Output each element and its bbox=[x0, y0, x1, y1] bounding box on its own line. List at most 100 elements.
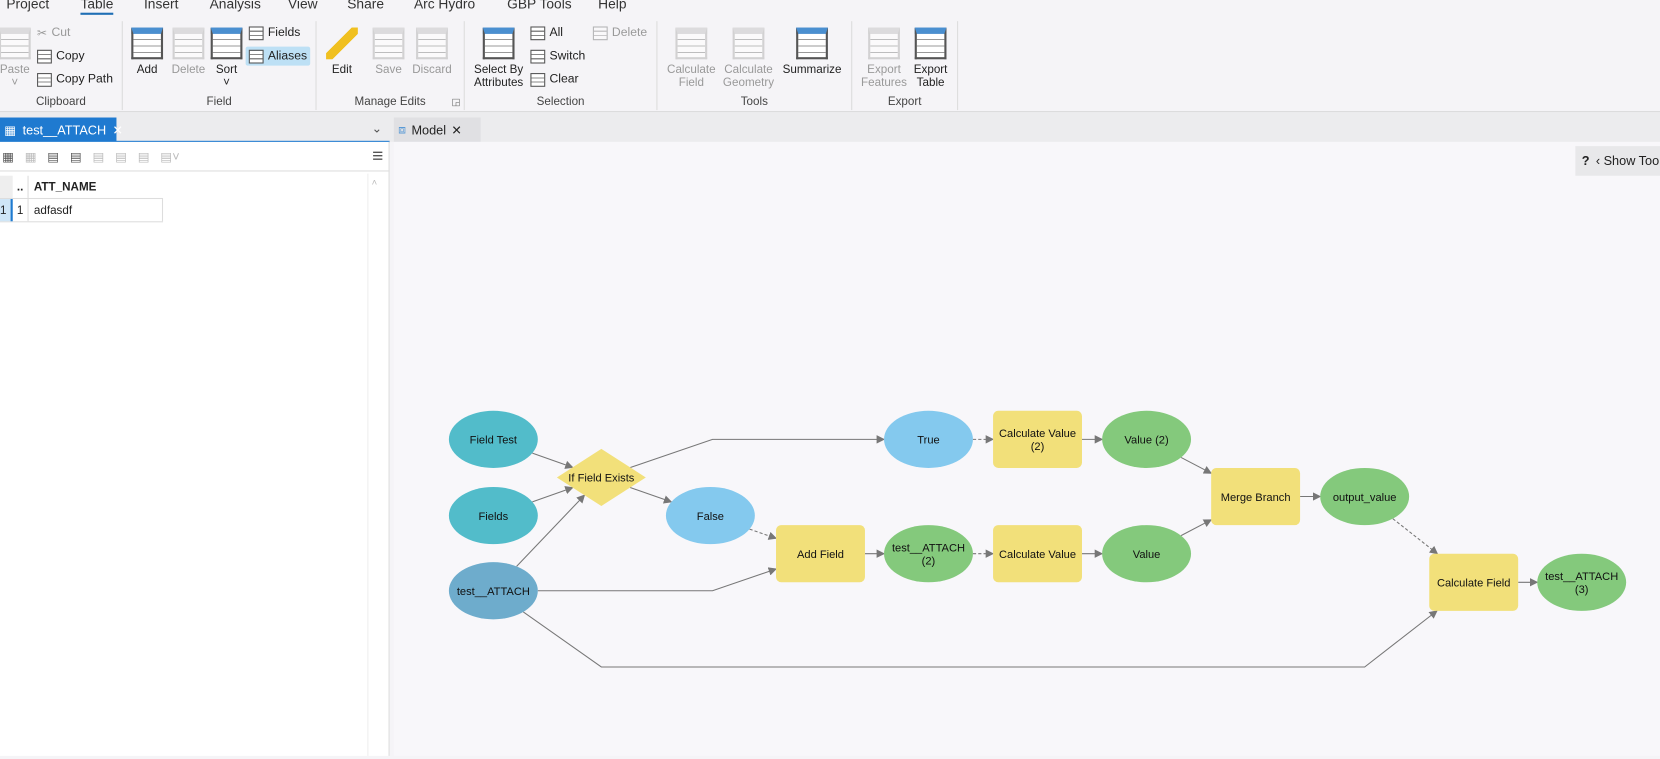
switch-selection-button[interactable]: Switch bbox=[527, 47, 588, 66]
copy-path-icon bbox=[37, 72, 52, 87]
connector-fa-af[interactable] bbox=[749, 528, 778, 540]
connector-fd-ife[interactable] bbox=[532, 486, 574, 503]
model-tab[interactable]: ⧈ Model ✕ bbox=[393, 117, 481, 142]
add-field-button[interactable]: Add bbox=[129, 27, 165, 76]
chevron-down-icon[interactable]: ⌄ bbox=[371, 120, 383, 136]
export-features-button[interactable]: Export Features bbox=[859, 27, 910, 89]
connector-ft-ife[interactable] bbox=[532, 452, 574, 469]
model-node-ife[interactable]: If Field Exists bbox=[556, 448, 646, 507]
tab-arc-hydro[interactable]: Arc Hydro bbox=[413, 0, 476, 12]
ellipse-shape bbox=[1320, 467, 1410, 526]
delete-selected-button[interactable]: Delete bbox=[590, 23, 651, 42]
summarize-button[interactable]: Summarize bbox=[778, 27, 846, 76]
model-node-fd[interactable]: Fields bbox=[448, 487, 538, 545]
select-all-button[interactable]: All bbox=[527, 23, 566, 42]
paste-button[interactable]: Paste˅ bbox=[0, 27, 34, 89]
export-group: Export Features Export Table Export bbox=[852, 21, 959, 111]
scroll-up-icon[interactable]: ˄ bbox=[371, 176, 378, 188]
model-node-mb[interactable]: Merge Branch bbox=[1211, 467, 1301, 526]
connector-ta-af[interactable] bbox=[537, 567, 778, 592]
add-row-icon[interactable]: ▦ bbox=[2, 148, 15, 164]
menu-icon[interactable]: ≡ bbox=[372, 145, 384, 167]
delete-selection-icon[interactable]: ▤ bbox=[115, 148, 128, 164]
vertical-scrollbar[interactable]: ˄ bbox=[367, 173, 382, 756]
fields-label: Fields bbox=[267, 26, 301, 40]
clear-selection-icon[interactable]: ▤ bbox=[92, 148, 105, 164]
field-group: Add Delete Sort˅ Fields Aliases Field bbox=[123, 21, 317, 111]
model-node-ta3[interactable]: test__ATTACH(3) bbox=[1537, 553, 1627, 611]
tab-table[interactable]: Table bbox=[80, 0, 114, 16]
manage-edits-group: Edit Save Discard Manage Edits ◲ bbox=[317, 21, 465, 111]
cut-button[interactable]: ✂Cut bbox=[34, 23, 74, 42]
model-node-ta2[interactable]: test__ATTACH(2) bbox=[884, 525, 973, 583]
model-node-ov[interactable]: output_value bbox=[1320, 467, 1410, 526]
copy-path-button[interactable]: Copy Path bbox=[34, 70, 116, 89]
model-node-v2[interactable]: Value (2) bbox=[1102, 410, 1192, 468]
model-node-ft[interactable]: Field Test bbox=[448, 410, 538, 468]
close-model-tab-icon[interactable]: ✕ bbox=[451, 122, 463, 138]
calculate-geometry-button[interactable]: Calculate Geometry bbox=[721, 27, 776, 89]
tab-insert[interactable]: Insert bbox=[143, 0, 179, 12]
select-all-cell[interactable] bbox=[0, 175, 13, 198]
clear-selection-button[interactable]: Clear bbox=[527, 70, 582, 89]
model-node-af[interactable]: Add Field bbox=[776, 525, 865, 583]
column-header-att-name[interactable]: ATT_NAME bbox=[27, 175, 96, 198]
column-header-oid[interactable]: .. bbox=[16, 180, 24, 194]
node-label: Fields bbox=[479, 511, 509, 523]
model-node-fa[interactable]: False bbox=[665, 487, 755, 545]
connector-ife-tr[interactable] bbox=[630, 435, 886, 469]
table-tab[interactable]: ▦ test__ATTACH ✕ bbox=[0, 117, 123, 142]
help-icon[interactable]: ? bbox=[1581, 153, 1590, 169]
fields-button[interactable]: Fields bbox=[246, 23, 304, 42]
tab-analysis[interactable]: Analysis bbox=[209, 0, 261, 12]
copy-selection-icon[interactable]: ▤ bbox=[137, 148, 150, 164]
connector-ta-ife[interactable] bbox=[516, 494, 586, 567]
tab-help[interactable]: Help bbox=[598, 0, 627, 12]
edit-button[interactable]: Edit bbox=[325, 27, 359, 76]
export-table-button[interactable]: Export Table bbox=[909, 27, 951, 89]
delete-field-button[interactable]: Delete bbox=[169, 27, 207, 77]
attribute-table-pane: ▦ ▦ ▤ ▤ ▤ ▤ ▤ ▤˅ ≡ .. ATT_NAME 1 1 adfasdf ˄ bbox=[0, 141, 390, 756]
delete-label: Delete bbox=[171, 63, 206, 77]
node-label: Calculate Value(2) bbox=[999, 428, 1076, 453]
connector-ov-cf[interactable] bbox=[1392, 518, 1439, 555]
table-row[interactable]: 1 1 adfasdf bbox=[0, 199, 164, 223]
copy-button[interactable]: Copy bbox=[34, 47, 88, 66]
model-node-cv2[interactable]: Calculate Value(2) bbox=[993, 410, 1082, 468]
aliases-toggle[interactable]: Aliases bbox=[245, 46, 311, 66]
ellipse-shape bbox=[665, 487, 755, 545]
field-calc-dropdown-icon[interactable]: ▤˅ bbox=[160, 148, 180, 164]
connector-v-mb[interactable] bbox=[1180, 519, 1213, 537]
cell-att-name[interactable]: adfasdf bbox=[27, 199, 164, 222]
rect-shape bbox=[993, 410, 1082, 468]
connector-v2-mb[interactable] bbox=[1180, 456, 1213, 474]
tab-gbp-tools[interactable]: GBP Tools bbox=[507, 0, 572, 12]
select-by-attributes-button[interactable]: Select By Attributes bbox=[471, 27, 526, 89]
switch-selection-icon[interactable]: ▤ bbox=[69, 148, 82, 164]
sort-button[interactable]: Sort˅ bbox=[210, 27, 244, 89]
paste-label: Paste bbox=[0, 63, 30, 77]
close-table-tab-icon[interactable]: ✕ bbox=[112, 122, 124, 138]
dialog-launcher-icon[interactable]: ◲ bbox=[451, 96, 461, 107]
tab-view[interactable]: View bbox=[287, 0, 318, 12]
show-tools-button[interactable]: ? ‹ Show Too bbox=[1575, 146, 1660, 176]
tab-project[interactable]: Project bbox=[6, 0, 50, 12]
tab-share[interactable]: Share bbox=[347, 0, 384, 12]
connector-ife-fa[interactable] bbox=[629, 487, 673, 504]
discard-button[interactable]: Discard bbox=[410, 27, 454, 76]
model-node-tr[interactable]: True bbox=[884, 410, 973, 468]
select-by-attr-icon[interactable]: ▤ bbox=[47, 148, 60, 164]
paste-icon bbox=[0, 27, 31, 60]
model-node-cv[interactable]: Calculate Value bbox=[993, 525, 1082, 583]
export-features-icon bbox=[868, 27, 900, 60]
save-label: Save bbox=[375, 63, 402, 77]
calculate-geometry-label: Calculate Geometry bbox=[722, 63, 775, 89]
connector-ta-cf[interactable] bbox=[522, 610, 1438, 668]
save-button[interactable]: Save bbox=[372, 27, 406, 77]
delete-row-icon[interactable]: ▦ bbox=[24, 148, 37, 164]
model-node-cf[interactable]: Calculate Field bbox=[1429, 553, 1519, 611]
calculate-field-button[interactable]: Calculate Field bbox=[664, 27, 719, 89]
model-node-v[interactable]: Value bbox=[1102, 525, 1192, 583]
model-node-ta[interactable]: test__ATTACH bbox=[448, 562, 538, 620]
